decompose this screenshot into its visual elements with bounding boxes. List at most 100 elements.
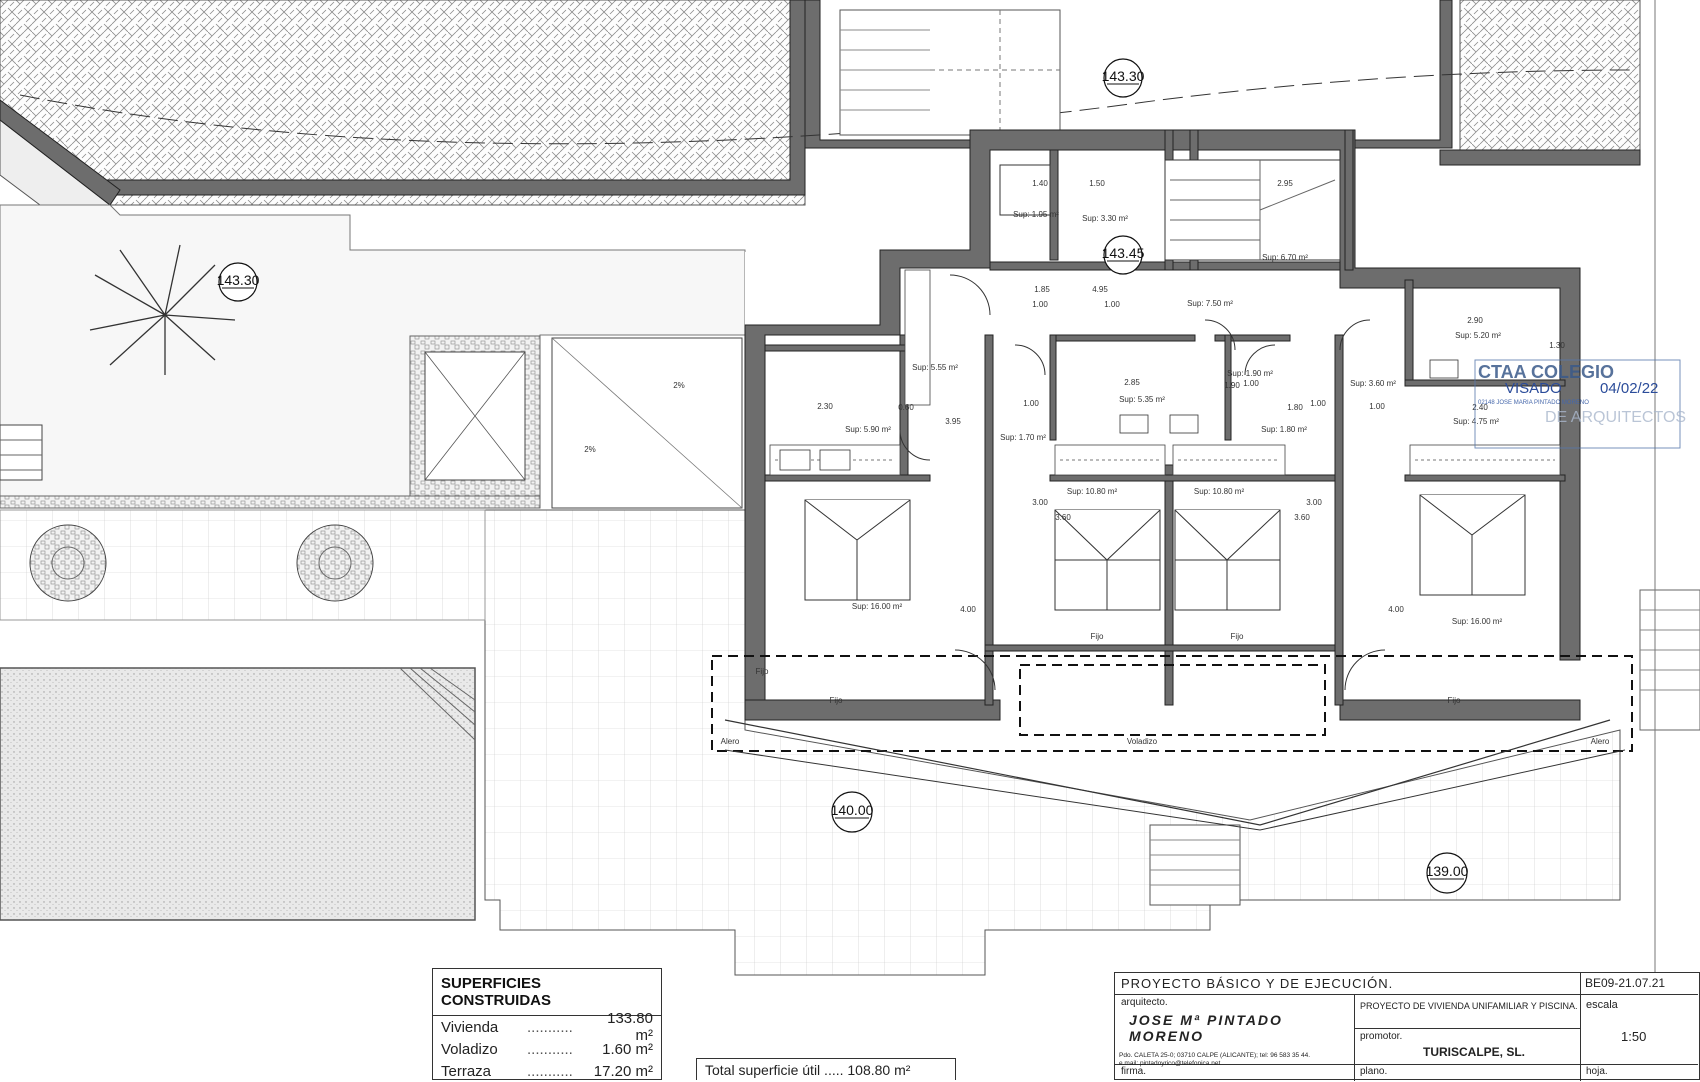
room-area-label: Sup: 4.75 m² <box>1453 417 1499 426</box>
dimension-label: 2.90 <box>1467 316 1483 325</box>
dimension-label: 2.85 <box>1124 378 1140 387</box>
room-area-label: Sup: 10.80 m² <box>1194 487 1245 496</box>
plan-note: Fijo <box>1091 632 1104 641</box>
stamp-date: 04/02/22 <box>1600 380 1658 397</box>
svg-text:143.30: 143.30 <box>1102 68 1145 84</box>
dimension-label: 1.40 <box>1032 179 1048 188</box>
room-area-label: Sup: 3.60 m² <box>1350 379 1396 388</box>
dimension-label: 2.30 <box>817 402 833 411</box>
plan-note: Fijo <box>1231 632 1244 641</box>
dimension-label: 1.00 <box>1023 399 1039 408</box>
architect-label: arquitecto. <box>1121 997 1168 1008</box>
plan-note: Voladizo <box>1127 737 1158 746</box>
promotor-name: TURISCALPE, SL. <box>1423 1045 1526 1059</box>
superficie-util: Total superficie útil ..... 108.80 m² <box>696 1058 956 1080</box>
bed-icon <box>1054 509 1161 611</box>
palm-tree-icon <box>89 244 236 375</box>
svg-text:139.00: 139.00 <box>1426 863 1469 879</box>
svg-text:143.45: 143.45 <box>1102 245 1145 261</box>
room-area-label: Sup: 5.55 m² <box>912 363 958 372</box>
room-area-label: Sup: 5.20 m² <box>1455 331 1501 340</box>
room-area-label: Sup: 6.70 m² <box>1262 253 1308 262</box>
stamp-org: CTAA COLEGIO <box>1478 362 1614 382</box>
architect-address: Pdo. CALETA 25-0; 03710 CALPE (ALICANTE)… <box>1119 1052 1311 1059</box>
scale-value: 1:50 <box>1621 1029 1647 1044</box>
room-area-label: Sup: 7.50 m² <box>1187 299 1233 308</box>
stamp-line2: DE ARQUITECTOS <box>1545 409 1686 426</box>
project-name: PROYECTO DE VIVIENDA UNIFAMILIAR Y PISCI… <box>1355 995 1581 1029</box>
promotor-cell: promotor. TURISCALPE, SL. <box>1355 1029 1581 1065</box>
room-area-label: Sup: 10.80 m² <box>1067 487 1118 496</box>
plan-note: Fijo <box>756 667 769 676</box>
scale-cell: escala 1:50 <box>1581 995 1698 1065</box>
dimension-label: 1.80 <box>1287 403 1303 412</box>
stamp-visado: VISADO <box>1505 380 1562 397</box>
scale-label: escala <box>1586 999 1618 1011</box>
room-area-label: Sup: 1.80 m² <box>1261 425 1307 434</box>
dimension-label: 1.00 <box>1104 300 1120 309</box>
plan-note: 2% <box>584 445 596 454</box>
architect-name: JOSE Mª PINTADO MORENO <box>1129 1012 1283 1044</box>
superficies-row: Terraza ........... 17.20 m² <box>441 1062 653 1080</box>
plan-note: Fijo <box>830 696 843 705</box>
bush-icon <box>296 524 374 602</box>
level-marker: 143.30 <box>1102 58 1145 98</box>
visa-stamp: CTAA COLEGIO VISADO 04/02/22 02148 JOSE … <box>1474 359 1686 449</box>
dimension-label: 2.40 <box>1472 403 1488 412</box>
dimension-label: 4.00 <box>1388 605 1404 614</box>
sink-icon <box>779 359 1459 471</box>
superficies-title: SUPERFICIES CONSTRUIDAS <box>433 969 661 1016</box>
dimension-label: 2.95 <box>1277 179 1293 188</box>
room-area-label: Sup: 16.00 m² <box>852 602 903 611</box>
level-marker: 143.30 <box>217 262 260 302</box>
dimension-label: 1.00 <box>1310 399 1326 408</box>
bush-icon <box>29 524 107 602</box>
bed-icon <box>1419 494 1526 596</box>
superficies-row: Vivienda ........... 133.80 m² <box>441 1010 653 1044</box>
dimension-label: 0.60 <box>898 403 914 412</box>
plan-note: Alero <box>1591 737 1610 746</box>
architect-email: e.mail: pintadoyrico@telefonica.net <box>1119 1060 1221 1067</box>
room-area-label: Sup: 1.70 m² <box>1000 433 1046 442</box>
room-area-label: Sup: 1.95 m² <box>1013 210 1059 219</box>
promotor-label: promotor. <box>1360 1031 1403 1042</box>
svg-text:140.00: 140.00 <box>831 802 874 818</box>
dimension-label: 1.90 <box>1224 381 1240 390</box>
project-type: PROYECTO BÁSICO Y DE EJECUCIÓN. <box>1115 973 1581 995</box>
dimension-label: 1.30 <box>1549 341 1565 350</box>
bed-icon <box>804 499 911 601</box>
stamp-holder: 02148 JOSE MARIA PINTADO MORENO <box>1478 400 1589 406</box>
plan-code: BE09-21.07.21 <box>1581 973 1698 995</box>
hoja-label: hoja. <box>1586 1066 1608 1077</box>
dimension-label: 4.95 <box>1092 285 1108 294</box>
level-marker: 140.00 <box>831 791 874 833</box>
dimension-label: 1.50 <box>1089 179 1105 188</box>
dimension-label: 1.85 <box>1034 285 1050 294</box>
title-block: PROYECTO BÁSICO Y DE EJECUCIÓN. BE09-21.… <box>1114 972 1700 1081</box>
room-area-label: Sup: 1.90 m² <box>1227 369 1273 378</box>
dimension-label: 1.00 <box>1032 300 1048 309</box>
dimension-label: 3.00 <box>1306 498 1322 507</box>
dimension-label: 1.00 <box>1243 379 1259 388</box>
level-marker: 143.45 <box>1102 235 1145 275</box>
plan-note: Fijo <box>1448 696 1461 705</box>
room-area-label: Sup: 5.90 m² <box>845 425 891 434</box>
plan-note: Alero <box>721 737 740 746</box>
dimension-label: 3.60 <box>1294 513 1310 522</box>
level-marker: 139.00 <box>1426 852 1469 894</box>
architect-cell: arquitecto. JOSE Mª PINTADO MORENO Pdo. … <box>1115 995 1355 1067</box>
firma-label: firma. <box>1115 1065 1355 1081</box>
superficies-row: Voladizo ........... 1.60 m² <box>441 1040 653 1058</box>
plan-note: 2% <box>673 381 685 390</box>
room-area-label: Sup: 3.30 m² <box>1082 214 1128 223</box>
dimension-label: 1.00 <box>1369 402 1385 411</box>
dimension-label: 3.95 <box>945 417 961 426</box>
dimension-label: 4.00 <box>960 605 976 614</box>
room-area-label: Sup: 5.35 m² <box>1119 395 1165 404</box>
svg-text:143.30: 143.30 <box>217 272 260 288</box>
dimension-label: 3.00 <box>1032 498 1048 507</box>
superficies-table: SUPERFICIES CONSTRUIDAS Vivienda .......… <box>432 968 662 1080</box>
room-area-label: Sup: 16.00 m² <box>1452 617 1503 626</box>
bed-icon <box>1174 509 1281 611</box>
